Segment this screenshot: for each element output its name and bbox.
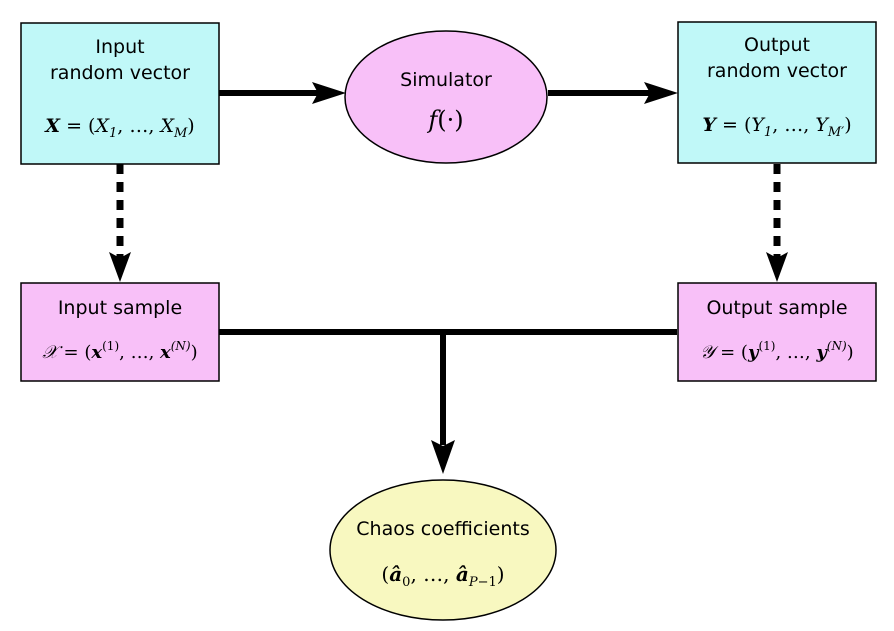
simulator-formula: f(·) <box>426 106 463 134</box>
simulator-label: Simulator <box>400 69 492 91</box>
output-sample-box: Output sample 𝒴 = (y(1), …, y(N)) <box>677 282 877 382</box>
arrow-simulator-to-output <box>548 82 678 104</box>
output-vector-formula: Y = (Y1, …, YM′) <box>702 114 851 140</box>
input-sample-label: Input sample <box>58 297 182 319</box>
input-vector-formula: X = (X1, …, XM) <box>44 115 194 141</box>
input-vector-label-2: random vector <box>50 62 190 84</box>
input-vector-label-1: Input <box>95 36 144 58</box>
output-sample-formula: 𝒴 = (y(1), …, y(N)) <box>700 339 853 363</box>
chaos-coefficients-ellipse: Chaos coefficients (â0, …, âP−1) <box>329 479 557 621</box>
chaos-coefficients-label: Chaos coefficients <box>356 518 529 540</box>
input-sample-box: Input sample 𝒳 = (x(1), …, x(N)) <box>20 282 220 382</box>
output-random-vector-box: Output random vector Y = (Y1, …, YM′) <box>677 21 877 164</box>
dashed-arrow-output-sampling <box>766 164 788 282</box>
arrow-samples-to-chaos <box>219 329 677 474</box>
output-vector-label-1: Output <box>744 34 810 56</box>
output-sample-label: Output sample <box>706 297 847 319</box>
input-random-vector-box: Input random vector X = (X1, …, XM) <box>20 22 220 165</box>
output-vector-label-2: random vector <box>707 60 847 82</box>
simulator-ellipse: Simulator f(·) <box>344 30 548 164</box>
arrow-input-to-simulator <box>219 82 346 104</box>
chaos-coefficients-formula: (â0, …, âP−1) <box>381 562 504 590</box>
dashed-arrow-input-sampling <box>109 164 131 282</box>
